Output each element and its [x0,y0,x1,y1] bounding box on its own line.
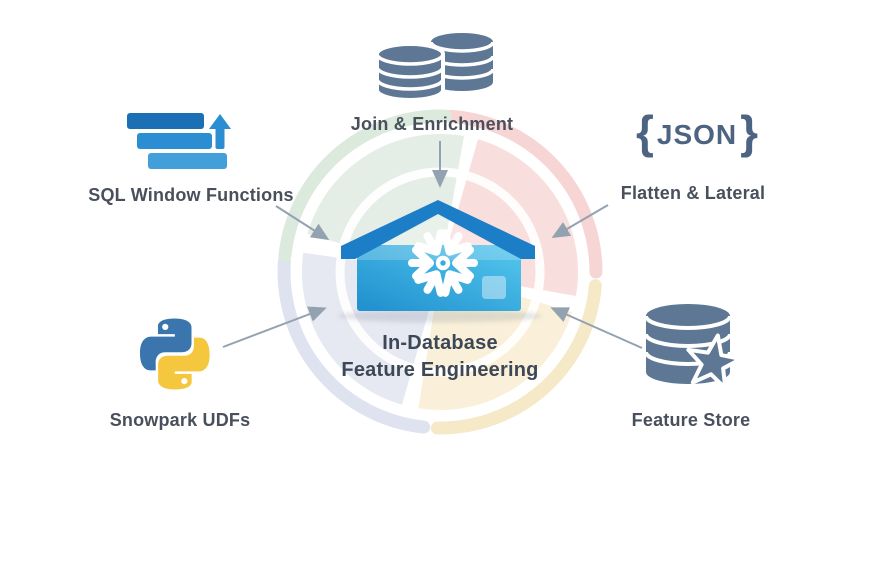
snowflake-house-icon [338,200,542,323]
node-label-join-enrichment: Join & Enrichment [350,114,514,134]
node-label-flatten-lateral: Flatten & Lateral [620,183,766,203]
watermark-arc-cream [430,279,602,435]
snowflake-icon [408,229,478,297]
node-label-sql-window-functions: SQL Window Functions [88,185,294,205]
json-braces-icon: { JSON } [612,102,782,168]
arrow-featurestore-to-center [550,307,643,349]
house-roof [341,200,535,259]
json-close-brace: } [740,106,759,158]
watermark-arc-lavender [277,254,431,434]
python-icon [139,318,210,390]
star-icon [686,333,743,391]
center-title: In-Database Feature Engineering [341,330,538,383]
house-shadow [338,309,542,323]
watermark-arc-green [278,109,452,263]
center-title-line1: In-Database [382,332,498,354]
node-label-snowpark-udfs: Snowpark UDFs [109,410,251,430]
database-star-icon [644,304,743,391]
house-window [482,276,506,299]
arrow-sql-to-center [275,205,330,241]
node-label-feature-store: Feature Store [631,410,751,430]
arrow-flatten-to-center [551,204,609,239]
watermark-arc-pink [444,109,603,279]
join-databases-icon [375,33,495,102]
json-word: JSON [656,119,738,150]
arrow-snowpark-to-center [222,306,327,348]
json-open-brace: { [635,106,654,158]
sql-bars-arrow-icon [127,113,231,169]
center-title-line2: Feature Engineering [341,358,539,381]
